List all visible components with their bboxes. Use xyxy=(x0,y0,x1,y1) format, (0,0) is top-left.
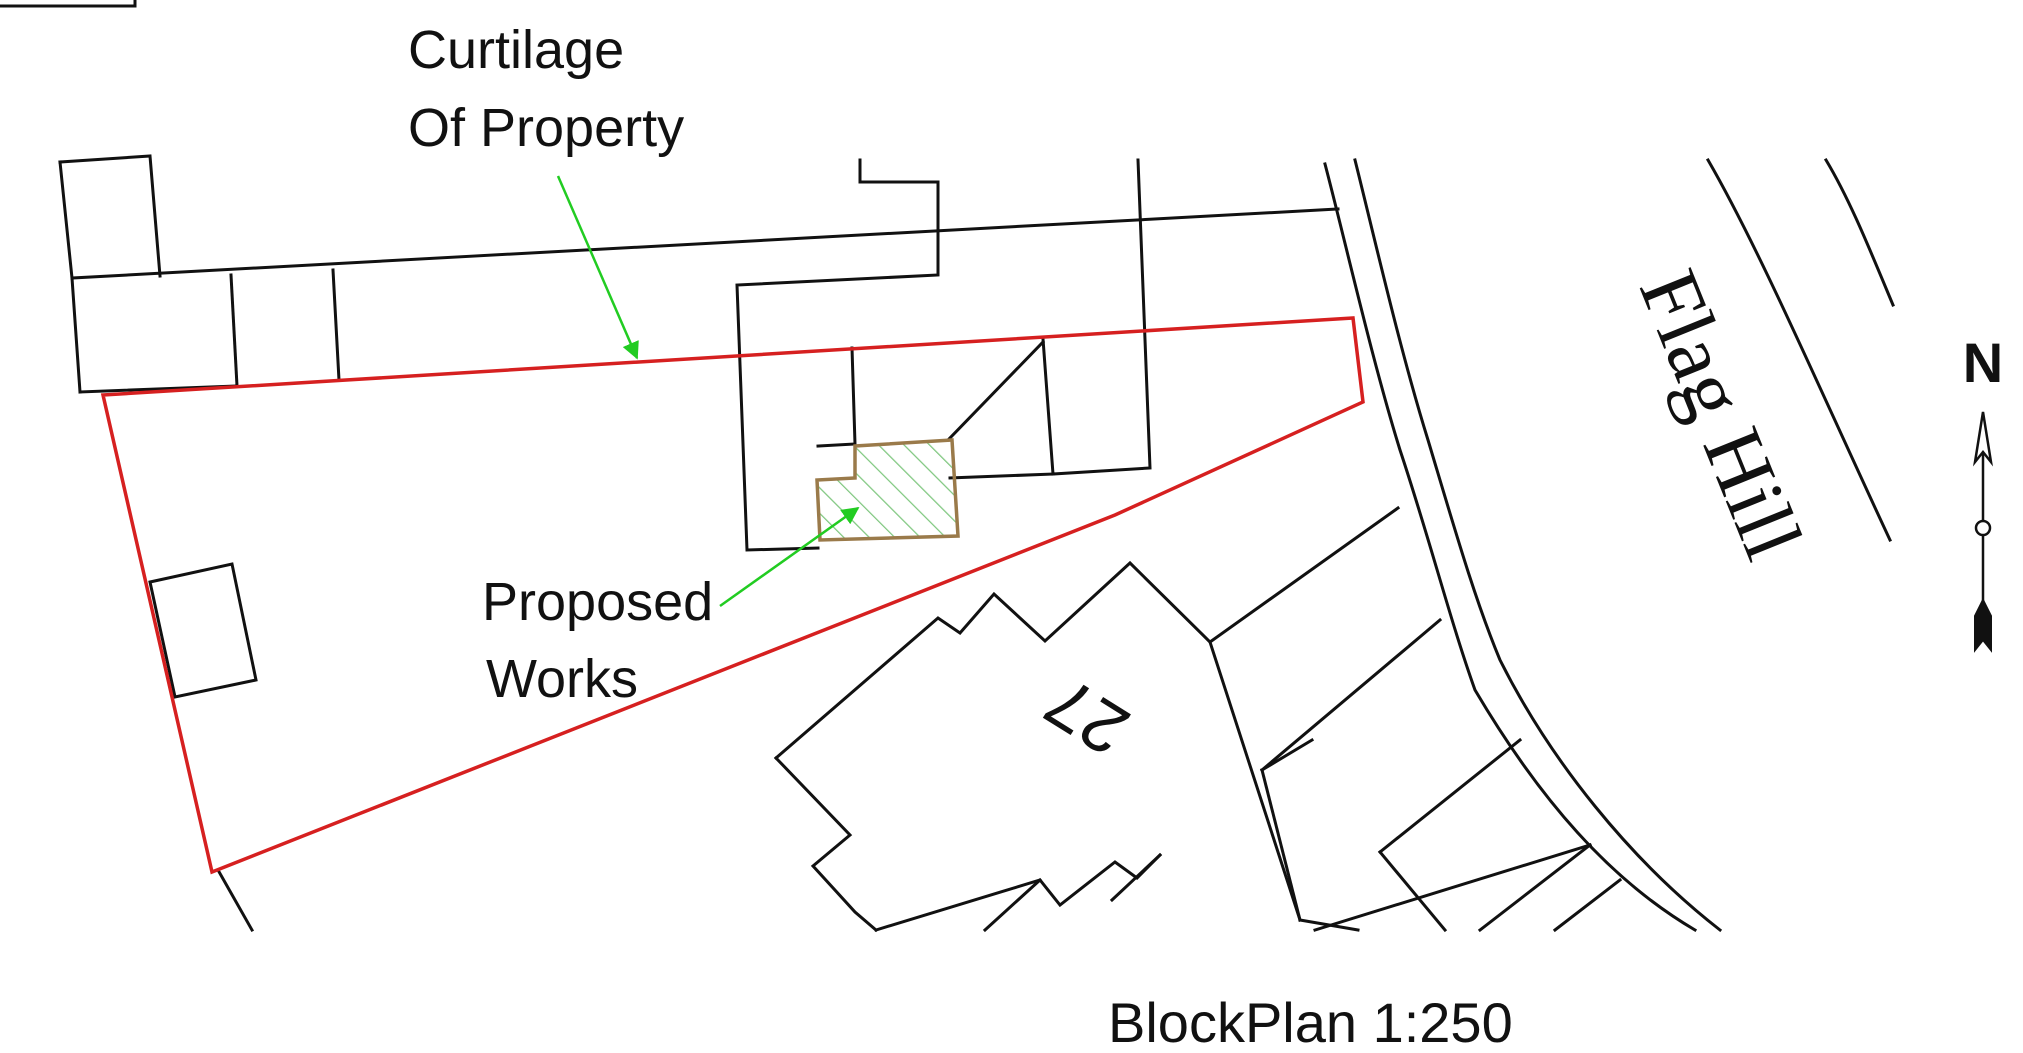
north-label: N xyxy=(1963,331,2003,394)
proposed-works-leader-arrow xyxy=(719,506,860,608)
proposed-works-label-line1: Proposed xyxy=(482,572,713,632)
road-name-label: Flag Hill xyxy=(1621,258,1820,572)
plot-boundaries xyxy=(1207,505,1623,933)
north-arrow: N xyxy=(1963,331,2003,653)
outbuilding xyxy=(148,562,258,699)
plan-title: BlockPlan 1:250 xyxy=(1108,991,1513,1053)
proposed-works-area xyxy=(815,438,960,542)
curtilage-label-line1: Curtilage xyxy=(408,20,624,80)
lower-left-line xyxy=(215,867,255,933)
neighbouring-buildings-left xyxy=(58,154,1340,394)
curtilage-leader-arrow xyxy=(556,175,639,360)
neighbouring-buildings-centre xyxy=(735,158,1152,552)
north-arrow-icon xyxy=(1973,411,1993,653)
house-number-label: 27 xyxy=(1032,660,1142,770)
curtilage-label-line2: Of Property xyxy=(408,98,684,158)
house-27-outline xyxy=(773,560,1302,933)
proposed-works-label-line2: Works xyxy=(486,649,638,709)
curtilage-boundary xyxy=(100,316,1365,875)
road-edges xyxy=(1323,157,1895,933)
frame-corner xyxy=(0,0,137,8)
